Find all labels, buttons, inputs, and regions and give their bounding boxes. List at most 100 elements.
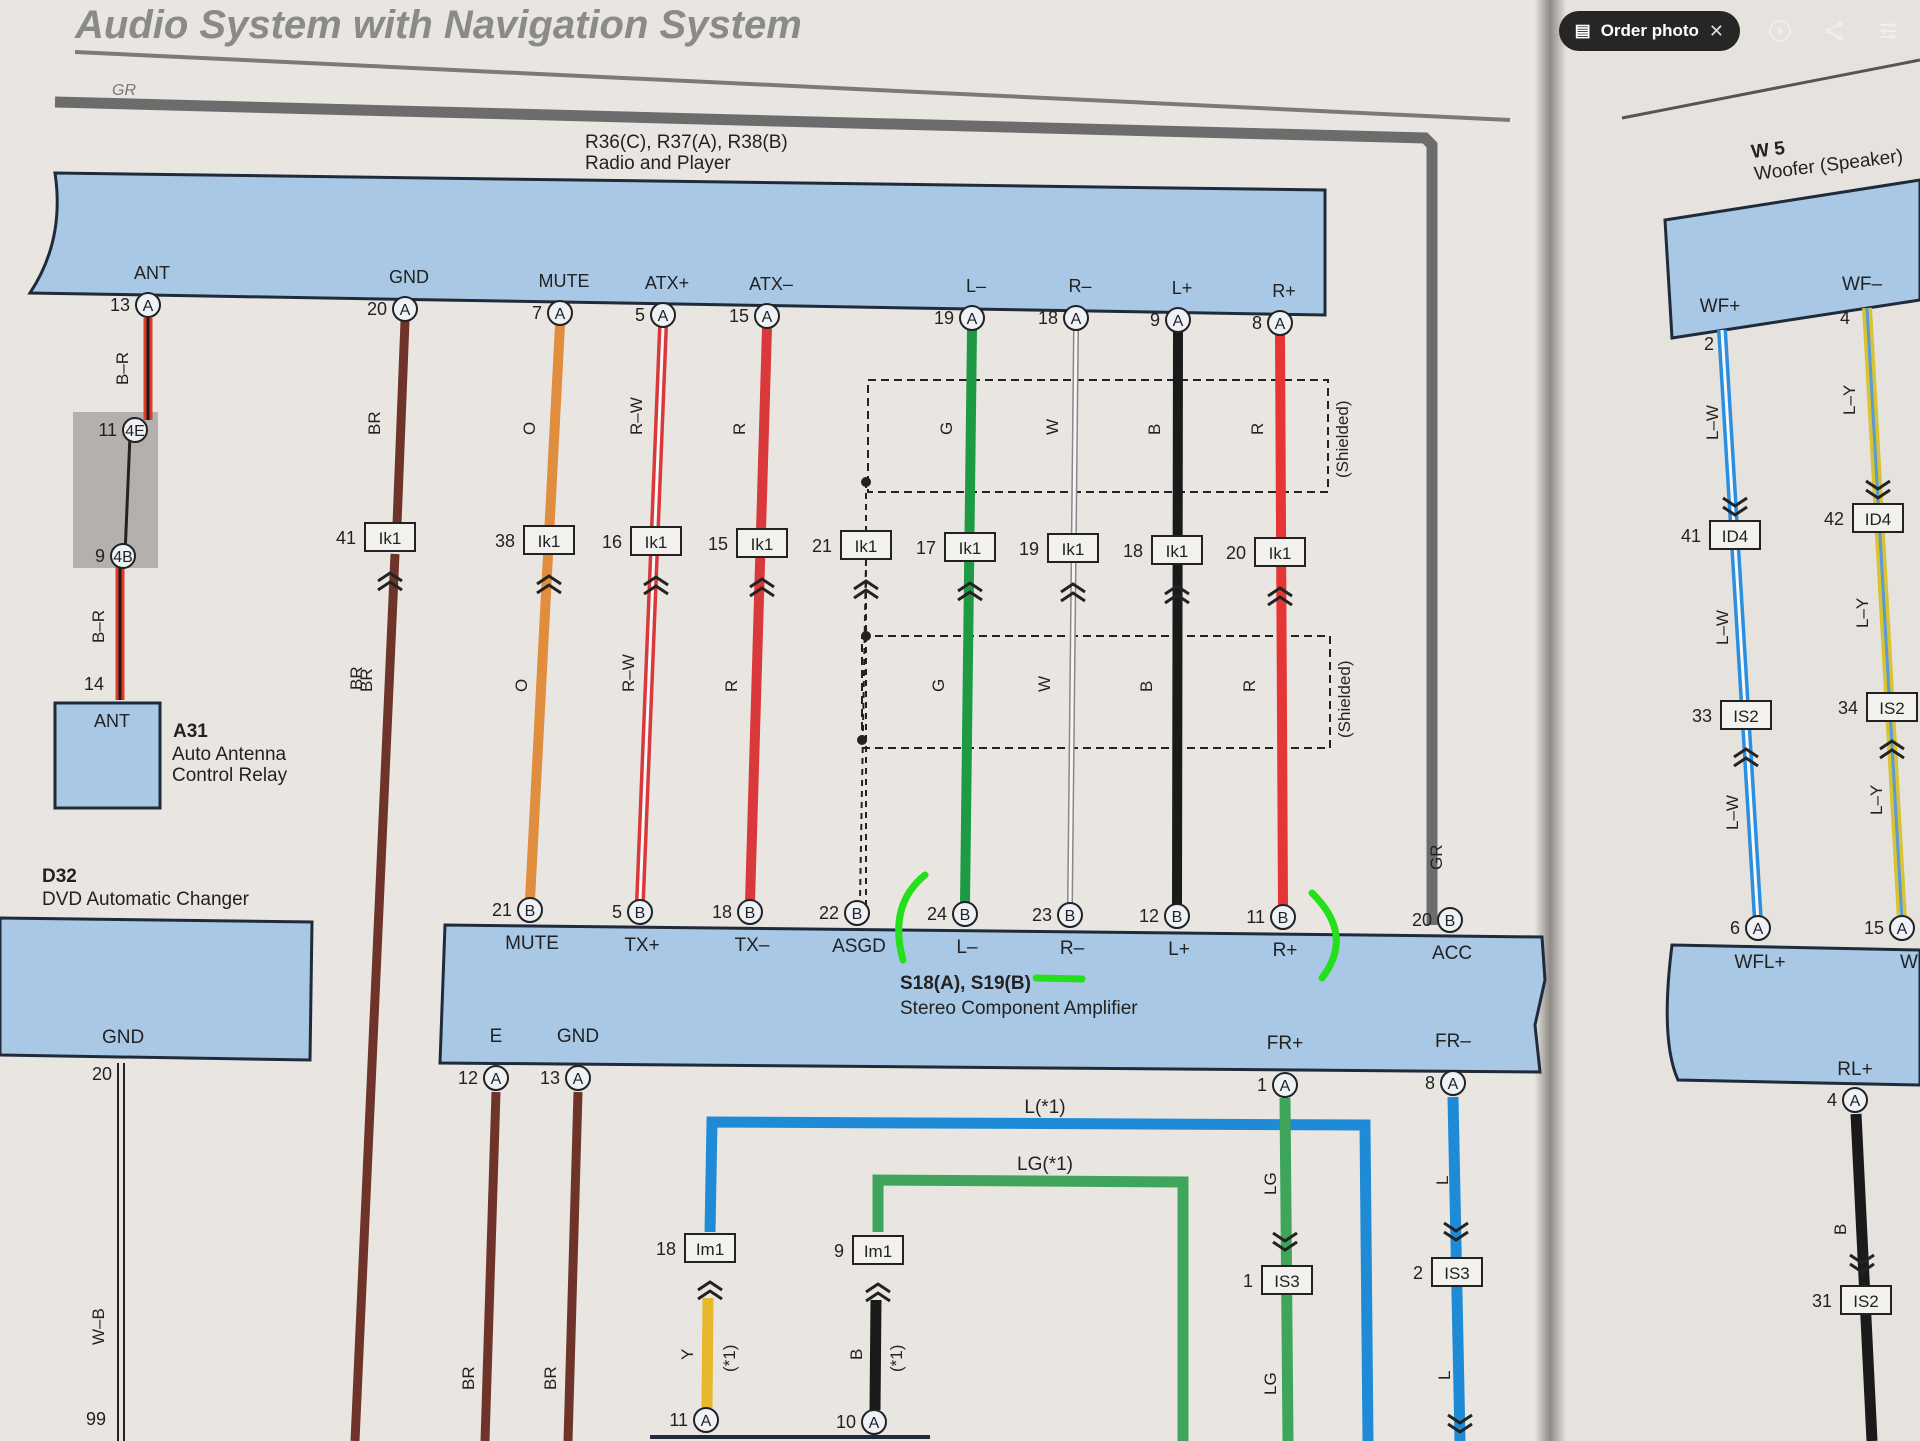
amp-top-pin-1-num: 5 — [612, 902, 622, 922]
woofer-junction-3-box — [1866, 692, 1918, 722]
shield-node-2 — [857, 735, 867, 745]
wire-b — [869, 1299, 882, 1411]
antenna-relay-box-label: ANT — [94, 711, 130, 731]
woofer-wire-1c: L–Y — [1867, 785, 1886, 815]
woofer-amp-box — [1665, 943, 1920, 1087]
is3-a-label: IS3 — [1274, 1272, 1300, 1291]
wire-color-top-2: O — [520, 422, 539, 435]
amp-top-pin-1-letter: B — [635, 905, 646, 922]
amp-bottom-pin-2-letter: A — [1280, 1078, 1291, 1095]
woofer-junction-2-num: 33 — [1692, 706, 1712, 726]
junction-7-num: 18 — [1123, 541, 1143, 561]
amp-top-label-0: MUTE — [505, 933, 559, 954]
amp-bottom-label-3: FR– — [1435, 1031, 1471, 1052]
woofer-pin-label-1: WF– — [1842, 274, 1883, 295]
is3-b-label: IS3 — [1444, 1264, 1470, 1283]
woofer-amp-pin-0-circle — [1745, 915, 1771, 941]
radio-pin-label-0: ANT — [134, 263, 170, 283]
share-icon[interactable] — [1820, 17, 1848, 45]
ant-conn-1-circle — [122, 417, 148, 443]
radio-pin-0-num: 13 — [110, 295, 130, 315]
junction-3-label: Ik1 — [751, 535, 774, 554]
ant-conn-2-circle — [110, 543, 136, 569]
shield-node-1 — [861, 631, 871, 641]
im1-b-num: 9 — [834, 1241, 844, 1261]
junction-5-box — [944, 532, 996, 562]
radio-pin-7-num: 9 — [1150, 310, 1160, 330]
radio-pin-7-letter: A — [1173, 313, 1184, 330]
radio-pin-3-num: 5 — [635, 305, 645, 325]
wire-wfplus-stripe — [1720, 329, 1760, 923]
woofer-junction-0-box — [1709, 520, 1761, 550]
radio-pin-6-num: 18 — [1038, 308, 1058, 328]
shielded-label-2: (Shielded) — [1335, 661, 1354, 739]
radio-pin-6-letter: A — [1071, 311, 1082, 328]
radio-pin-8-circle — [1267, 310, 1293, 336]
wire-color-bot-4: R — [722, 680, 741, 692]
adjust-icon[interactable] — [1874, 17, 1902, 45]
antenna-relay-code: A31 — [173, 721, 208, 742]
amp-top-pin-0-letter: B — [525, 903, 536, 920]
radio-pin-label-7: L+ — [1172, 278, 1193, 298]
junction-chevron-4 — [853, 579, 879, 600]
wire-color-top-7: B — [1145, 424, 1164, 435]
woofer-amp-pin-1-letter: A — [1897, 921, 1908, 938]
radio-pin-8-letter: A — [1275, 316, 1286, 333]
junction-0-label: Ik1 — [379, 529, 402, 548]
wire-y-star: (*1) — [720, 1345, 739, 1372]
wire-l-top: L — [1433, 1176, 1452, 1185]
dvd-changer-box — [0, 916, 314, 1062]
amp-bottom-pin-1-num: 13 — [540, 1068, 560, 1088]
woofer-wire-0a: L–W — [1703, 405, 1722, 440]
wire-color-top-4: R — [730, 423, 749, 435]
antenna-relay-name-2: Control Relay — [172, 765, 288, 786]
wire-color-top-8: R — [1248, 423, 1267, 435]
amp-top-pin-5-num: 23 — [1032, 905, 1052, 925]
radio-pin-0-letter: A — [143, 298, 154, 315]
wire-4 — [745, 327, 772, 903]
radio-pin-label-2: MUTE — [539, 271, 590, 291]
junction-4-label: Ik1 — [855, 537, 878, 556]
bottom-pin-b-letter: A — [869, 1415, 880, 1432]
page-title: Audio System with Navigation System — [74, 3, 802, 47]
woofer-amp-pin-1-circle — [1889, 915, 1915, 941]
close-icon[interactable]: ✕ — [1708, 20, 1724, 41]
bottom-pin-b-circle — [861, 1409, 887, 1435]
radio-pin-5-num: 19 — [934, 308, 954, 328]
woofer-junction-2-label: IS2 — [1733, 707, 1759, 726]
junction-chevron-5 — [957, 581, 983, 602]
amp-top-pin-2-num: 18 — [712, 902, 732, 922]
amp-bottom-pin-3-num: 8 — [1425, 1073, 1435, 1093]
radio-pin-label-3: ATX+ — [645, 273, 689, 293]
amplifier-box — [438, 923, 1547, 1074]
woofer-lower-junction-box — [1840, 1285, 1892, 1315]
wire-color-top-6: W — [1043, 419, 1062, 435]
junction-2-box — [630, 526, 682, 556]
junction-6-box — [1047, 533, 1099, 563]
radio-pin-2-circle — [547, 300, 573, 326]
wire-color-bot-6: W — [1035, 676, 1054, 692]
wire-color-bot-2: O — [512, 679, 531, 692]
dvd-name: DVD Automatic Changer — [42, 889, 250, 910]
woofer-wire-1a: L–Y — [1840, 385, 1859, 415]
radio-box — [27, 171, 1327, 317]
woofer-junction-chevron-3 — [1879, 739, 1905, 760]
bottom-pin-a-num: 11 — [669, 1410, 688, 1430]
highlight-underline — [1032, 974, 1086, 983]
junction-8-box — [1254, 537, 1306, 567]
junction-8-label: Ik1 — [1269, 544, 1292, 563]
wire-rlplus — [1850, 1113, 1878, 1441]
junction-1-box — [523, 525, 575, 555]
order-photo-chip[interactable]: ▤ Order photo ✕ — [1558, 11, 1740, 51]
wire-color-bot-3: R–W — [619, 654, 638, 692]
play-icon[interactable] — [1766, 17, 1794, 45]
wire-l-loop — [704, 1116, 1374, 1441]
amp-top-pin-7-circle — [1270, 904, 1296, 930]
radio-pin-2-letter: A — [555, 306, 566, 323]
wire-lg-bot: LG — [1261, 1372, 1280, 1395]
amp-top-label-4: L– — [956, 937, 978, 958]
radio-pin-7-circle — [1165, 307, 1191, 333]
woofer-junction-0-num: 41 — [1681, 526, 1701, 546]
wire-gnd — [350, 320, 410, 1441]
amp-top-pin-3-num: 22 — [819, 903, 839, 923]
